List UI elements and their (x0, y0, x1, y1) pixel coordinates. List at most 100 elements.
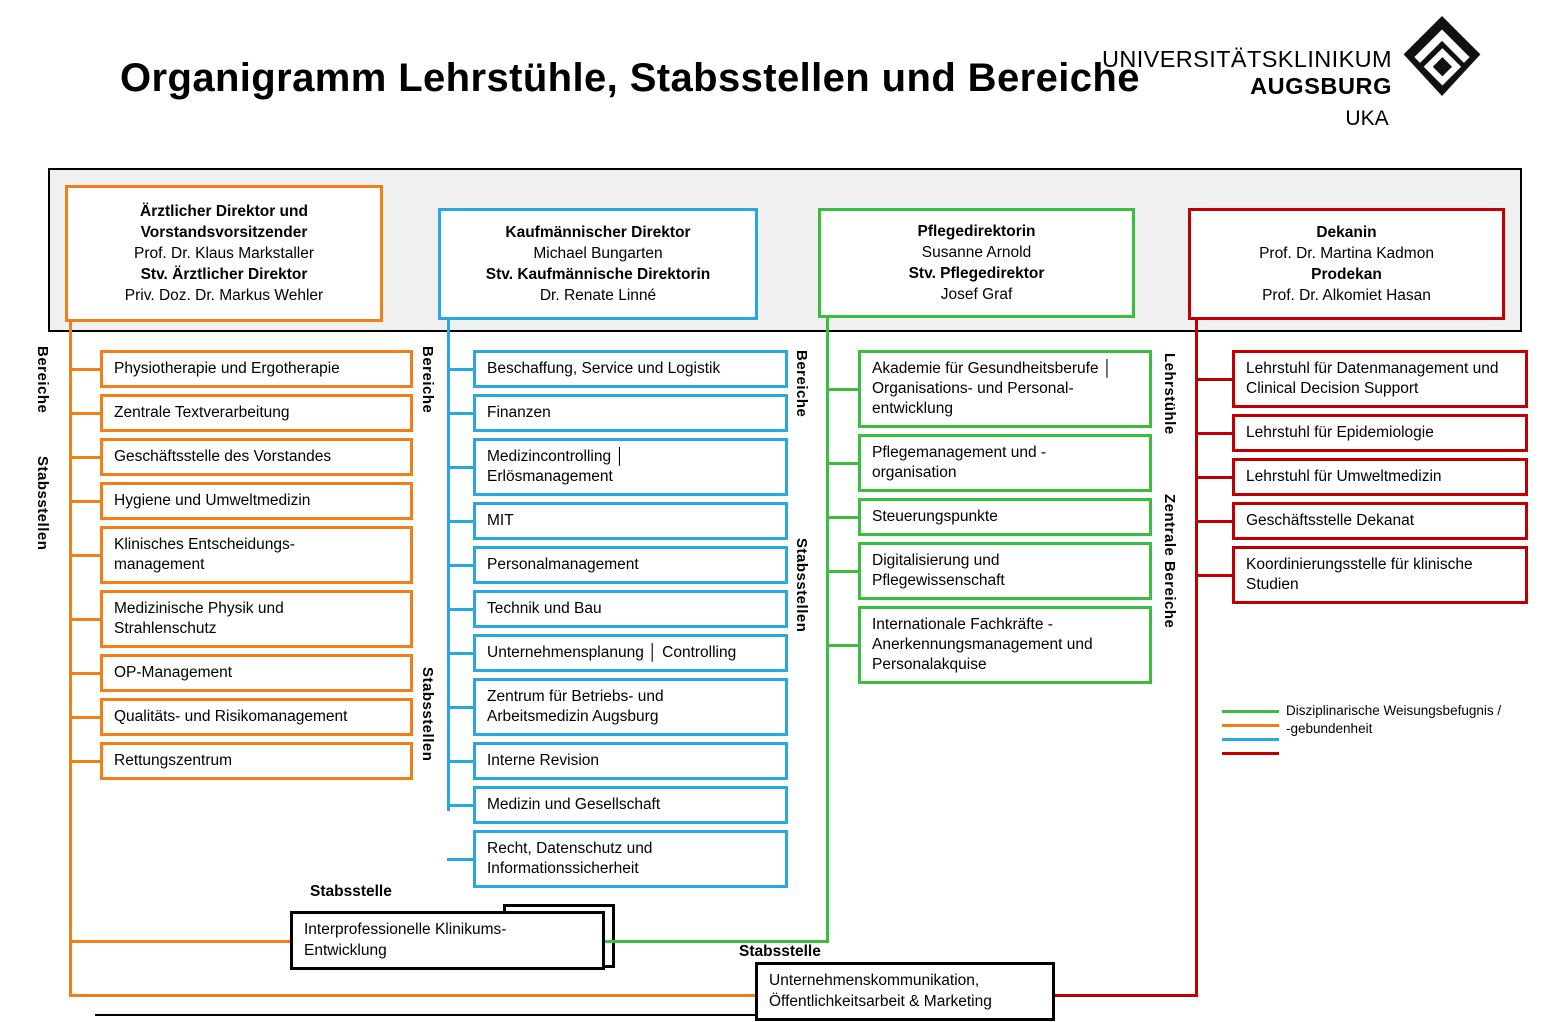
legend-color-line-0 (1222, 710, 1279, 713)
logo-wordmark: UNIVERSITÄTSKLINIKUM AUGSBURG (1102, 46, 1392, 100)
director-box-line: Prof. Dr. Alkomiet Hasan (1262, 287, 1431, 304)
staff-box-unternehmenskommunikation: Unternehmenskommunikation, Öffentlichkei… (755, 962, 1055, 1021)
logo-line-2: AUGSBURG (1250, 73, 1392, 99)
org-box: Klinisches Entscheidungs-management (68, 526, 413, 584)
legend-color-line-3 (1222, 752, 1279, 755)
org-box-line: Personalakquise (872, 656, 987, 673)
director-box-line: Prodekan (1311, 266, 1382, 283)
org-box-line: Lehrstuhl für Datenmanagement und (1246, 360, 1499, 377)
org-box: Zentrale Textverarbeitung (68, 394, 413, 432)
column-label-green-0: Bereiche (793, 350, 810, 418)
director-box-line: Dr. Renate Linné (539, 287, 657, 304)
org-box-line: Geschäftsstelle Dekanat (1246, 512, 1415, 529)
director-box-line: Susanne Arnold (921, 244, 1032, 261)
column-label-green-1: Stabsstellen (793, 538, 810, 633)
org-box-line: Klinisches Entscheidungs- (114, 536, 295, 553)
director-box-line: Kaufmännischer Direktor (505, 224, 691, 241)
director-box-line: Ärztlicher Direktor und (140, 203, 308, 220)
org-box-line: Unternehmensplanung │ Controlling (487, 644, 737, 661)
org-box: Akademie für Gesundheitsberufe │Organisa… (825, 350, 1152, 428)
org-box: Geschäftsstelle Dekanat (1194, 502, 1528, 540)
column-green: Akademie für Gesundheitsberufe │Organisa… (825, 350, 1152, 690)
legend-label-line-1: Disziplinarische Weisungsbefugnis / (1286, 703, 1502, 718)
org-box-line: Lehrstuhl für Epidemiologie (1246, 424, 1434, 441)
org-box: Lehrstuhl für Umweltmedizin (1194, 458, 1528, 496)
org-box-line: Technik und Bau (487, 600, 602, 617)
org-box-line: Steuerungspunkte (872, 508, 998, 525)
org-box-line: Medizinische Physik und (114, 600, 284, 617)
logo-line-1: UNIVERSITÄTSKLINIKUM (1101, 46, 1392, 72)
stabsstelle-label-1: Stabsstelle (310, 883, 392, 900)
org-box-line: Physiotherapie und Ergotherapie (114, 360, 340, 377)
org-box-line: Lehrstuhl für Umweltmedizin (1246, 468, 1442, 485)
page-title: Organigramm Lehrstühle, Stabsstellen und… (120, 56, 1140, 100)
staff-box-line: Öffentlichkeitsarbeit & Marketing (769, 992, 992, 1010)
org-box-line: Koordinierungsstelle für klinische (1246, 556, 1473, 573)
org-box: Geschäftsstelle des Vorstandes (68, 438, 413, 476)
org-box-line: Finanzen (487, 404, 551, 421)
org-box: Pflegemanagement und -organisation (825, 434, 1152, 492)
org-box-line: Erlösmanagement (487, 468, 613, 485)
stabsstelle-label-2: Stabsstelle (739, 943, 821, 960)
org-box: OP-Management (68, 654, 413, 692)
org-box: Lehrstuhl für Epidemiologie (1194, 414, 1528, 452)
column-label-blue-0: Bereiche (419, 346, 436, 414)
org-box-line: Akademie für Gesundheitsberufe │ (872, 360, 1113, 377)
org-box-line: organisation (872, 464, 957, 481)
trunk-line-green (825, 316, 829, 943)
uka-diamond-logo-icon (1402, 14, 1482, 98)
trunk-line-red (1194, 318, 1198, 997)
director-box-line: Stv. Kaufmännische Direktorin (485, 266, 711, 283)
org-box-line: entwicklung (872, 400, 953, 417)
page-edge-line (95, 1014, 1050, 1016)
org-box: Medizincontrolling │Erlösmanagement (446, 438, 788, 496)
trunk-line-orange (68, 320, 72, 997)
org-box: Rettungszentrum (68, 742, 413, 780)
legend-color-line-2 (1222, 738, 1279, 741)
org-box-line: Digitalisierung und (872, 552, 1000, 569)
column-label-orange-0: Bereiche (34, 346, 51, 414)
org-box-line: Anerkennungsmanagement und (872, 636, 1093, 653)
org-box: Unternehmensplanung │ Controlling (446, 634, 788, 672)
director-box-line: Priv. Doz. Dr. Markus Wehler (124, 287, 324, 304)
director-box-line: Prof. Dr. Klaus Markstaller (133, 245, 315, 262)
org-box-line: Studien (1246, 576, 1299, 593)
org-box-line: Rettungszentrum (114, 752, 233, 769)
org-box-line: Zentrale Textverarbeitung (114, 404, 290, 421)
org-box: Finanzen (446, 394, 788, 432)
org-box: MIT (446, 502, 788, 540)
director-box-line: Vorstandsvorsitzender (140, 224, 308, 241)
org-box: Steuerungspunkte (825, 498, 1152, 536)
connector-green-to-interprofessionelle (604, 939, 829, 943)
org-box: Technik und Bau (446, 590, 788, 628)
staff-box-line: Interprofessionelle Klinikums- (304, 921, 507, 938)
org-box: Physiotherapie und Ergotherapie (68, 350, 413, 388)
org-box-line: Recht, Datenschutz und (487, 840, 653, 857)
column-label-red-1: Zentrale Bereiche (1161, 494, 1178, 629)
director-box-line: Stv. Ärztlicher Direktor (140, 266, 308, 283)
org-box-line: Qualitäts- und Risikomanagement (114, 708, 348, 725)
staff-box-line: Unternehmenskommunikation, (769, 972, 980, 989)
column-label-red-0: Lehrstühle (1161, 353, 1178, 435)
org-box-line: Geschäftsstelle des Vorstandes (114, 448, 332, 465)
org-box: Hygiene und Umweltmedizin (68, 482, 413, 520)
org-box: Personalmanagement (446, 546, 788, 584)
org-box: Interne Revision (446, 742, 788, 780)
director-box-line: Prof. Dr. Martina Kadmon (1259, 245, 1434, 262)
org-box: Qualitäts- und Risikomanagement (68, 698, 413, 736)
org-box-line: management (114, 556, 205, 573)
connector-red-to-unternehmenskommunikation (1053, 993, 1198, 997)
logo-abbreviation: UKA (1345, 107, 1389, 130)
org-box-line: Medizin und Gesellschaft (487, 796, 661, 813)
org-box: Beschaffung, Service und Logistik (446, 350, 788, 388)
org-box-line: Clinical Decision Support (1246, 380, 1419, 397)
